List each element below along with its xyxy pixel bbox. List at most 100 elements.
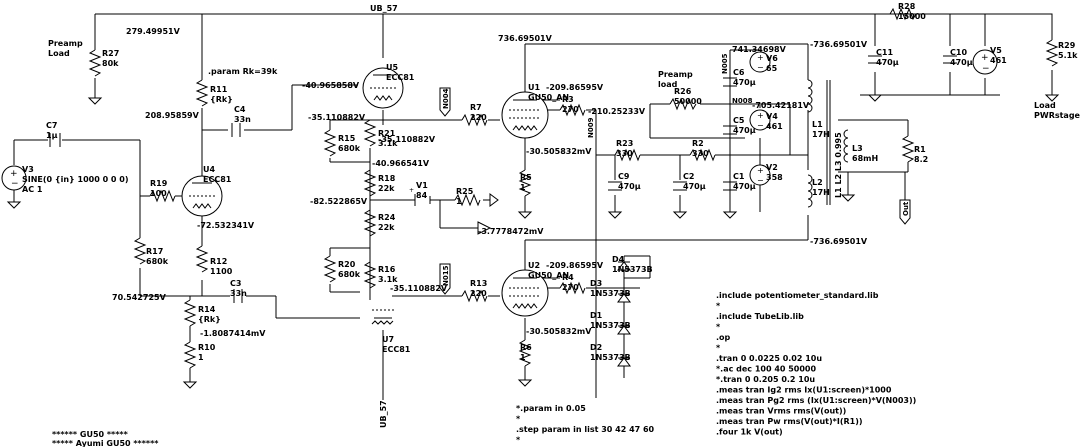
- ground-icon: [489, 193, 499, 207]
- net-label-ub57-bottom: UB_57: [379, 400, 388, 428]
- resistor-r20-icon: [323, 255, 337, 283]
- voltage-label: -30.505832mV: [526, 147, 592, 156]
- param-directives: *.param in 0.05*.step param in list 30 4…: [516, 404, 687, 447]
- ground-icon: [607, 211, 623, 219]
- ground-icon: [1044, 94, 1060, 102]
- resistor-r26-icon: [669, 97, 697, 111]
- resistor-r7-icon: [461, 113, 488, 127]
- inductor-l3-icon: [843, 129, 849, 163]
- svg-text:−: −: [982, 64, 990, 74]
- capacitor-c2-icon: [673, 181, 687, 191]
- voltage-label: -736.69501V: [810, 40, 868, 49]
- ground-icon: [182, 381, 198, 389]
- ground-icon: [477, 221, 492, 235]
- capacitor-symbols: [49, 55, 957, 303]
- net-flag-n008-label: N008: [732, 97, 753, 105]
- tube-symbols: [181, 67, 549, 325]
- ground-icon: [840, 194, 856, 202]
- wires: [13, 13, 1053, 400]
- capacitor-c5-icon: [723, 125, 737, 135]
- source-v3-icon: +−: [1, 165, 27, 191]
- net-flag-n015-label: N015: [442, 265, 450, 286]
- voltage-label: 70.542725V: [112, 293, 167, 302]
- param-directives-text: *.param in 0.05*.step param in list 30 4…: [516, 404, 687, 447]
- svg-text:+: +: [757, 166, 764, 175]
- net-flag-n004-label: N004: [442, 88, 450, 109]
- resistor-r12-icon: [195, 245, 209, 273]
- voltage-label: -209.86595V: [546, 83, 604, 92]
- voltage-label: -35.110882V: [390, 284, 448, 293]
- resistor-r25-icon: [454, 193, 481, 207]
- diode-d3-icon: [617, 293, 631, 303]
- capacitor-c4-icon: [231, 123, 241, 137]
- diode-d1-icon: [617, 325, 631, 335]
- tube-u1-icon: [501, 91, 549, 139]
- net-flag-out: Out: [899, 199, 911, 225]
- tube-u7-icon: [371, 309, 394, 325]
- voltage-labels: 279.49951V 208.95859V -40.965858V -35.11…: [112, 27, 868, 338]
- inductor-l2-icon: [807, 174, 813, 208]
- ground-symbols: [6, 94, 1060, 389]
- net-flag-n009-label: N009: [587, 117, 595, 138]
- net-flags: N004 N015 Out N009 N005 N008 UB_57 UB_57: [370, 4, 911, 428]
- ground-icon: [517, 211, 533, 219]
- svg-text:+: +: [757, 53, 764, 62]
- voltage-label: 736.69501V: [498, 34, 553, 43]
- resistor-r14-icon: [183, 299, 197, 327]
- svg-text:+: +: [409, 187, 414, 194]
- source-v4-icon: +−: [749, 109, 771, 131]
- net-flag-out-label: Out: [902, 201, 910, 216]
- resistor-r19-icon: [149, 189, 176, 203]
- ground-icon: [867, 94, 883, 102]
- spice-directives: .include potentiometer_standard.lib*.inc…: [716, 291, 916, 437]
- resistor-r3-icon: [559, 103, 586, 117]
- capacitor-c3-icon: [233, 289, 243, 303]
- source-v5-icon: +−: [972, 49, 998, 75]
- resistor-r6-icon: [518, 339, 532, 367]
- net-flag-n015: N015: [439, 263, 451, 295]
- svg-text:−: −: [11, 179, 19, 189]
- comment-block: ****** GU50 ********** Ayumi GU50 ******: [52, 430, 159, 447]
- resistor-r5-icon: [518, 169, 532, 197]
- inductor-symbols: [807, 79, 849, 208]
- svg-text:+: +: [10, 169, 18, 179]
- voltage-label: -1.8087414mV: [200, 329, 266, 338]
- voltage-label: -40.966541V: [372, 159, 430, 168]
- label-r14: R14{Rk}: [198, 305, 221, 324]
- resistor-r11-icon: [195, 79, 209, 107]
- resistor-r17-icon: [133, 237, 147, 265]
- svg-text:+: +: [757, 111, 764, 120]
- resistor-r10-icon: [183, 341, 197, 369]
- comment-block-text: ****** GU50 ********** Ayumi GU50 ******: [52, 430, 159, 447]
- resistor-r15-icon: [323, 129, 337, 157]
- source-v1-icon: +: [409, 187, 431, 206]
